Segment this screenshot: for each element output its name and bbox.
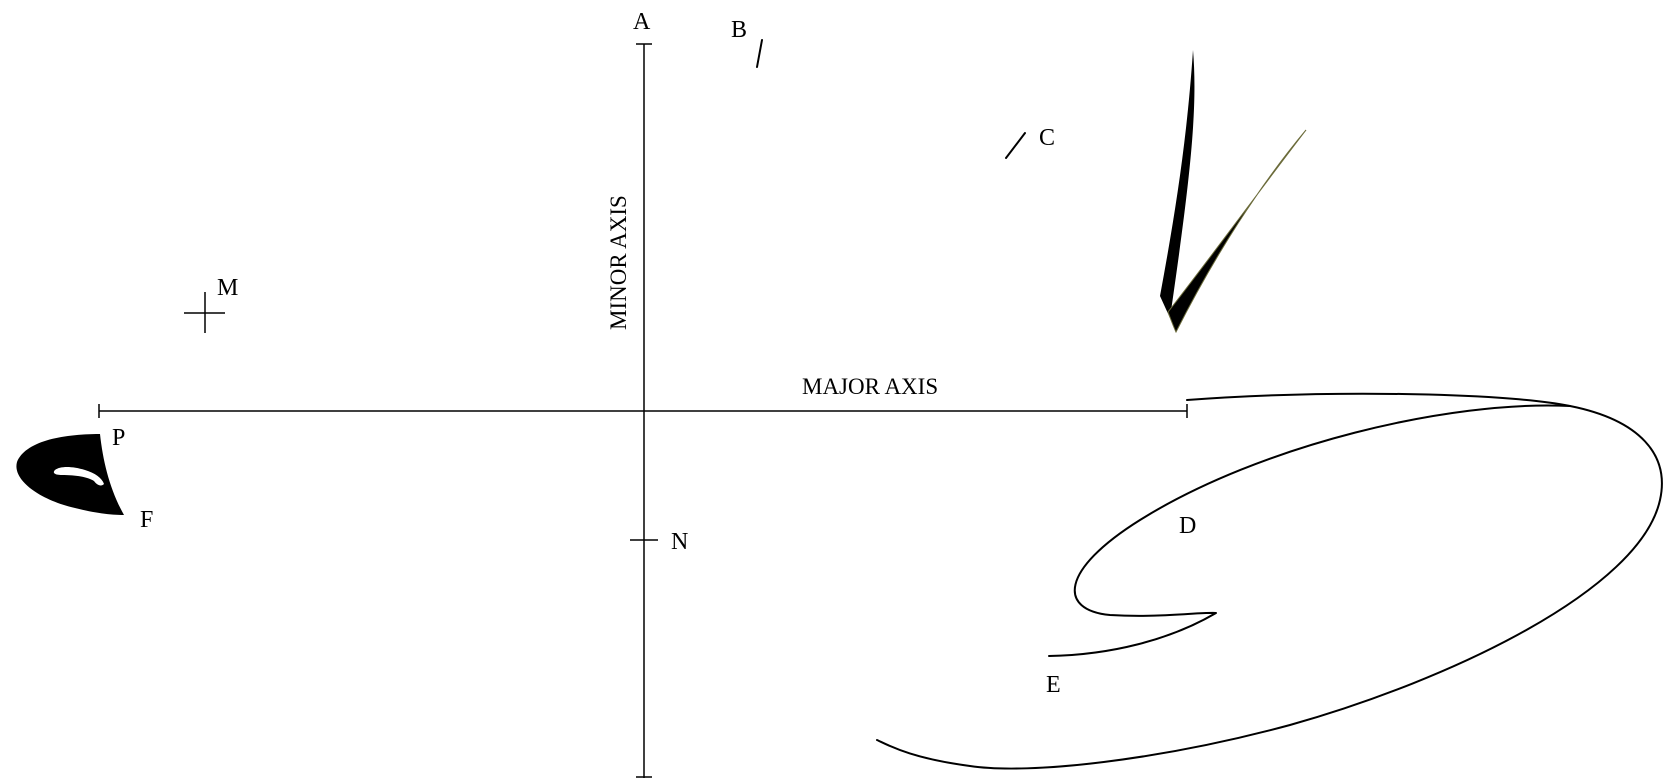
point-n-label: N [671,529,688,555]
point-c-stroke [1005,132,1026,159]
major-axis-label: MAJOR AXIS [802,374,938,399]
nib-right-blade [1167,129,1307,334]
point-f-label: F [140,507,153,533]
point-b-stroke [756,39,763,68]
minor-axis-label: MINOR AXIS [606,195,631,330]
minor-axis [630,43,658,778]
point-m-label: M [217,275,238,301]
point-d-label: D [1179,513,1196,539]
curl-ornament-highlight [53,467,104,486]
point-e-label: E [1046,672,1061,698]
outer-ellipse-curve [876,392,1663,770]
point-b-label: B [731,17,747,43]
pen-nib-strokes [1160,50,1307,334]
point-m-cross [184,292,225,333]
inner-spiral-curve [1048,404,1571,657]
point-c-label: C [1039,125,1055,151]
curl-ornament [16,434,124,515]
point-a-label: A [633,9,651,35]
point-p-label: P [112,425,125,451]
major-axis [98,404,1188,418]
nib-left-blade [1160,50,1195,318]
